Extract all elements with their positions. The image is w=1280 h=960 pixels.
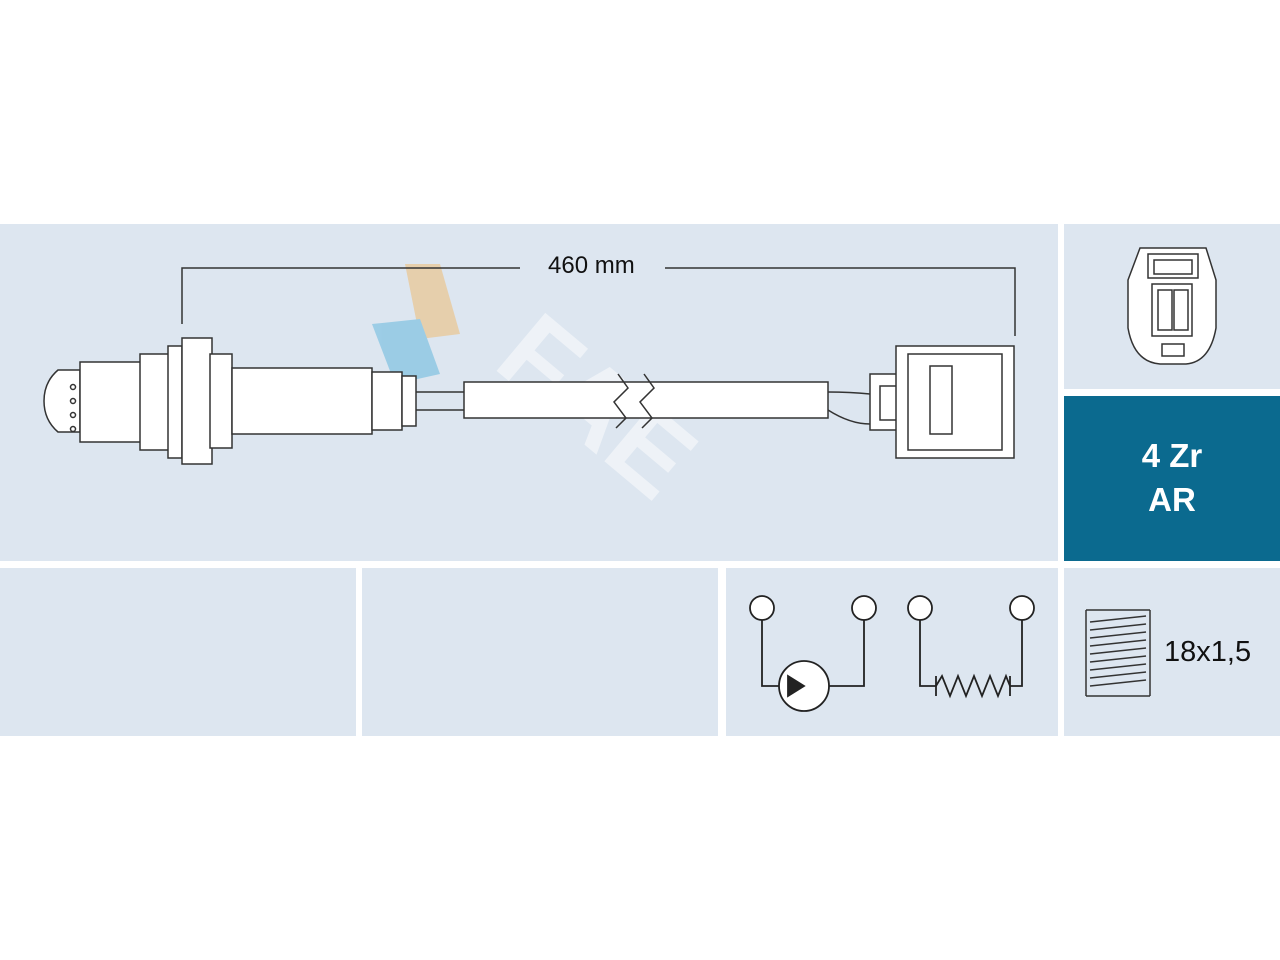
empty-info-panel-1 (0, 568, 356, 736)
connector-face-panel (1064, 224, 1280, 389)
sensor-type-label: 4 Zr (1141, 437, 1203, 474)
connector-face-icon (1127, 247, 1217, 365)
sensor-spec-panel: 4 Zr AR (1064, 396, 1280, 561)
oxygen-sensor-drawing: FAE (43, 264, 1016, 522)
sensor-body (43, 337, 464, 465)
circuit-diagram-panel (726, 568, 1058, 736)
heater-resistor-symbol-icon (907, 595, 1035, 699)
thread-size-panel: 18x1,5 (1064, 568, 1280, 736)
thread-size-label: 18x1,5 (1164, 636, 1252, 668)
sensor-variant-label: AR (1148, 481, 1196, 518)
sensor-cable (463, 373, 871, 429)
thread-icon (1085, 609, 1151, 697)
plug-connector (869, 345, 1015, 459)
sensor-drawing-panel: FAE (0, 224, 1058, 561)
pump-cell-symbol-icon (749, 595, 877, 712)
dimension-line (181, 267, 1016, 336)
cable-length-label: 460 mm (540, 252, 643, 280)
empty-info-panel-2 (362, 568, 718, 736)
